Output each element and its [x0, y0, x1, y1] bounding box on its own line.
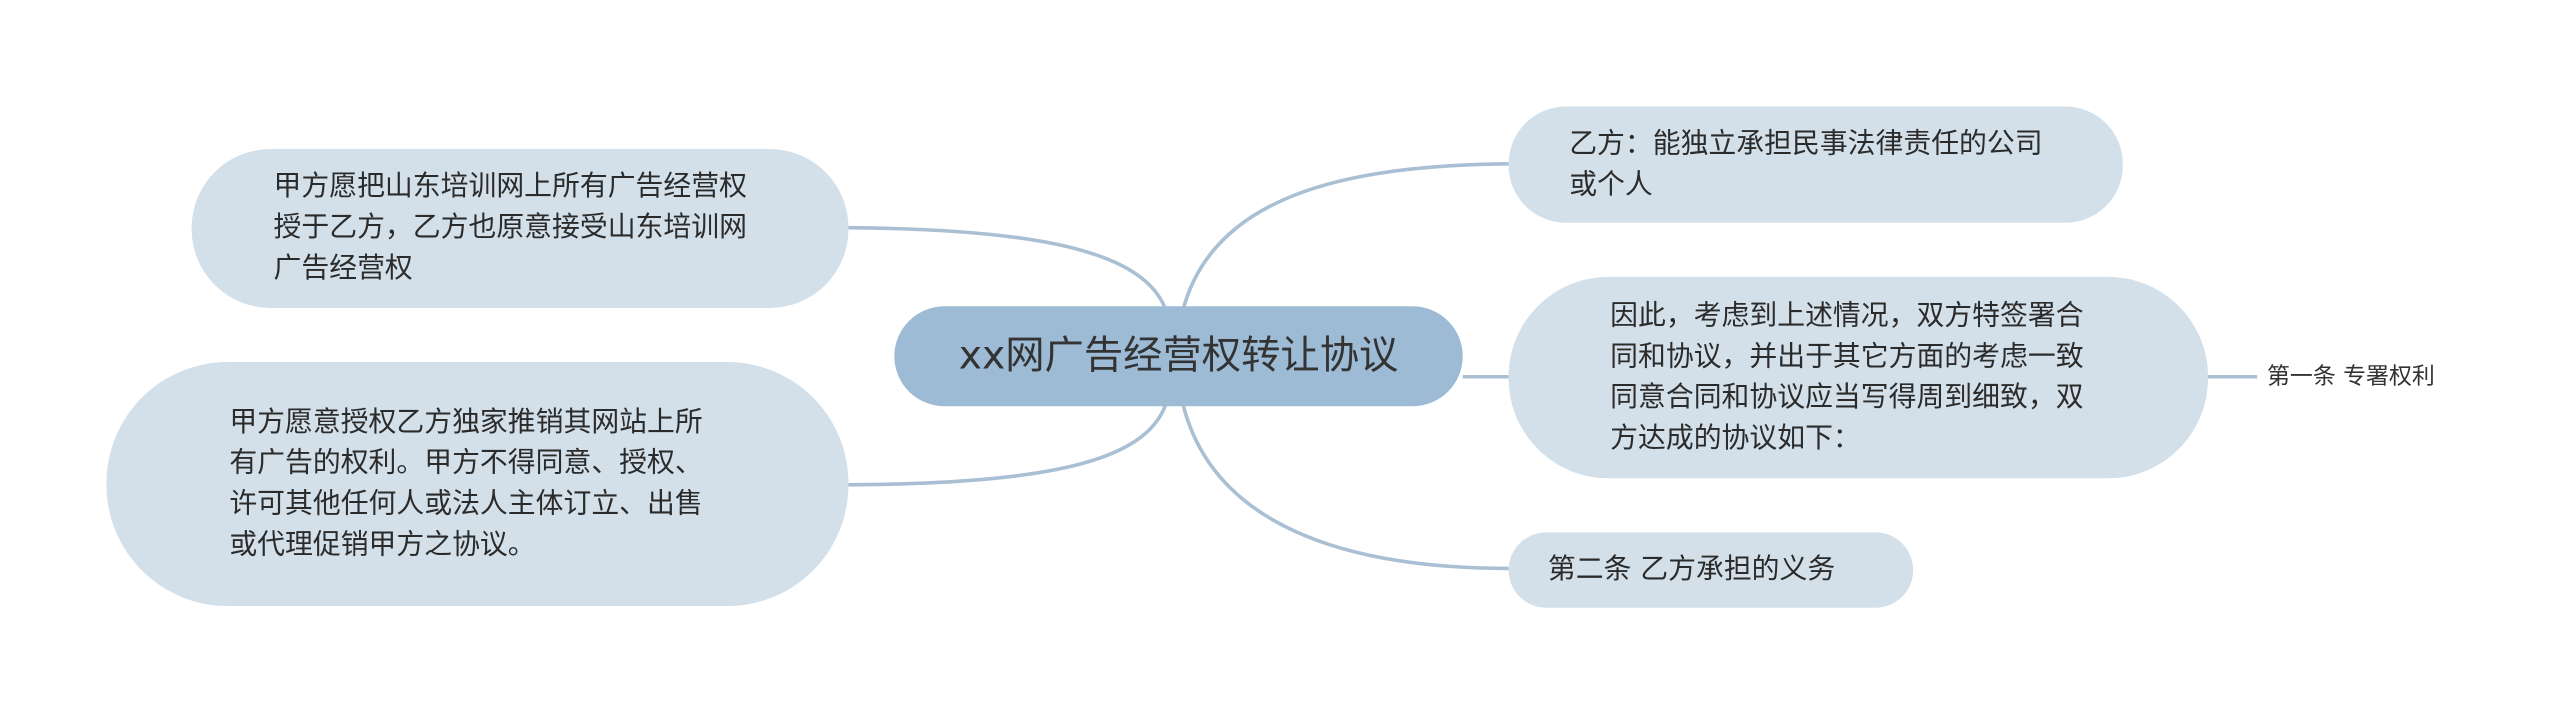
right-node-1-text: 乙方：能独立承担民事法律责任的公司或个人 [1569, 126, 2043, 201]
left-node-1[interactable]: 甲方愿把山东培训网上所有广告经营权授于乙方，乙方也原意接受山东培训网广告经营权 [191, 149, 849, 308]
right-node-2-text: 因此，考虑到上述情况，双方特签署合同和协议，并出于其它方面的考虑一致同意合同和协… [1610, 298, 2084, 455]
edge-root-to-right-3 [1180, 402, 1509, 571]
left-node-2-text: 甲方愿意授权乙方独家推销其网站上所有广告的权利。甲方不得同意、授权、许可其他任何… [229, 405, 703, 562]
edge-root-to-right-1 [1180, 161, 1509, 312]
leaf-node-1[interactable]: 第一条 专署权利 [2266, 363, 2435, 390]
edge-root-to-left-1 [848, 225, 1168, 312]
root-node[interactable]: xx网广告经营权转让协议 [894, 306, 1463, 407]
left-node-1-text: 甲方愿把山东培训网上所有广告经营权授于乙方，乙方也原意接受山东培训网广告经营权 [273, 170, 747, 286]
right-node-3-text: 第二条 乙方承担的义务 [1547, 552, 1836, 586]
left-node-2[interactable]: 甲方愿意授权乙方独家推销其网站上所有广告的权利。甲方不得同意、授权、许可其他任何… [106, 361, 849, 607]
right-node-2[interactable]: 因此，考虑到上述情况，双方特签署合同和协议，并出于其它方面的考虑一致同意合同和协… [1508, 276, 2209, 479]
root-node-label: xx网广告经营权转让协议 [958, 332, 1399, 379]
edge-root-to-left-2 [848, 402, 1168, 487]
right-node-1[interactable]: 乙方：能独立承担民事法律责任的公司或个人 [1508, 106, 2123, 223]
right-node-3[interactable]: 第二条 乙方承担的义务 [1508, 532, 1914, 608]
